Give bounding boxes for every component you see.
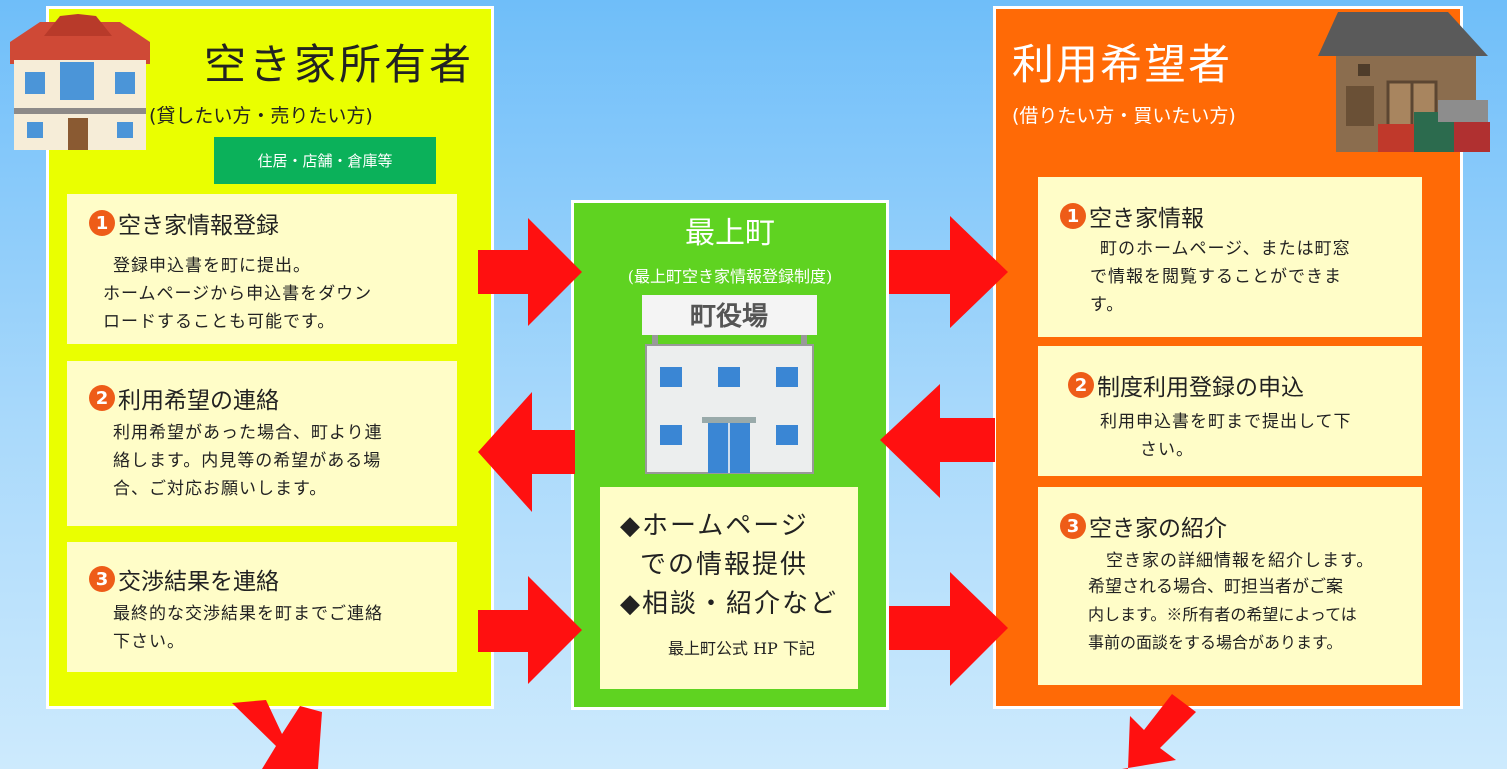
house-illustration bbox=[10, 14, 150, 150]
text-line: 内します。※所有者の希望によっては bbox=[1088, 605, 1357, 624]
user-card-1-title: 空き家情報 bbox=[1089, 206, 1204, 232]
text-line: で情報を閲覧することができま bbox=[1090, 267, 1342, 287]
text-line: 利用希望があった場合、町より連 bbox=[113, 423, 383, 443]
text-line: 登録申込書を町に提出。 bbox=[113, 256, 311, 276]
number-badge-2: 2 bbox=[1068, 372, 1094, 398]
number-badge-1: 1 bbox=[1060, 203, 1086, 229]
town-hp-note: 最上町公式 HP 下記 bbox=[668, 639, 815, 658]
text-line: 利用申込書を町まで提出して下 bbox=[1100, 412, 1352, 432]
number-badge-1: 1 bbox=[89, 210, 115, 236]
text-line: 最終的な交渉結果を町までご連絡 bbox=[113, 604, 383, 624]
town-services-text: ◆ホームページ での情報提供 ◆相談・紹介など bbox=[620, 507, 838, 624]
town-hall-sign: 町役場 bbox=[690, 302, 768, 332]
text-line: す。 bbox=[1090, 295, 1125, 315]
town-services-box: ◆ホームページ での情報提供 ◆相談・紹介など 最上町公式 HP 下記 bbox=[600, 487, 858, 689]
user-card-3-text-2: 希望される場合、町担当者がご案 内します。※所有者の希望によっては 事前の面談を… bbox=[1088, 573, 1357, 657]
user-card-2-title: 制度利用登録の申込 bbox=[1097, 375, 1304, 401]
text-line: さい。 bbox=[1140, 440, 1194, 460]
user-card-2-heading: 2 制度利用登録の申込 bbox=[1068, 368, 1304, 402]
text-line: ホームページから申込書をダウン bbox=[103, 284, 373, 304]
town-subtitle: (最上町空き家情報登録制度) bbox=[627, 267, 833, 286]
service-line-2: での情報提供 bbox=[640, 550, 809, 580]
owner-title: 空き家所有者 bbox=[204, 40, 475, 89]
user-card-1: 1 空き家情報 町のホームページ、または町窓 で情報を閲覧することができま す。 bbox=[1038, 177, 1422, 337]
owner-card-1-text: 登録申込書を町に提出。 bbox=[113, 252, 311, 280]
text-line: 絡します。内見等の希望がある場 bbox=[113, 451, 382, 471]
number-badge-3: 3 bbox=[1060, 513, 1086, 539]
user-title: 利用希望者 bbox=[1012, 40, 1233, 89]
user-card-3-title: 空き家の紹介 bbox=[1089, 516, 1227, 542]
arrow-right-icon bbox=[889, 572, 1008, 686]
text-line: ロードすることも可能です。 bbox=[103, 312, 336, 332]
user-card-2-text: 利用申込書を町まで提出して下 さい。 bbox=[1100, 408, 1352, 464]
arrow-left-icon bbox=[880, 384, 995, 498]
number-badge-3: 3 bbox=[89, 566, 115, 592]
town-hall-illustration: 町役場 bbox=[642, 295, 817, 474]
owner-card-1-title: 空き家情報登録 bbox=[118, 213, 279, 239]
user-card-3-text: 空き家の詳細情報を紹介します。 bbox=[1106, 547, 1374, 575]
text-line: 下さい。 bbox=[113, 632, 185, 652]
service-line-1: ◆ホームページ bbox=[620, 511, 809, 541]
owner-card-1: 1 空き家情報登録 登録申込書を町に提出。 ホームページから申込書をダウン ロー… bbox=[67, 194, 457, 344]
user-card-1-text: 町のホームページ、または町窓 bbox=[1100, 235, 1351, 263]
owner-card-3-title: 交渉結果を連絡 bbox=[118, 569, 279, 595]
town-title: 最上町 bbox=[685, 216, 775, 251]
user-card-1-heading: 1 空き家情報 bbox=[1060, 199, 1204, 233]
owner-subtitle: (貸したい方・売りたい方) bbox=[149, 105, 373, 127]
warehouse-illustration bbox=[1318, 12, 1490, 152]
user-card-2: 2 制度利用登録の申込 利用申込書を町まで提出して下 さい。 bbox=[1038, 346, 1422, 476]
owner-card-2-heading: 2 利用希望の連絡 bbox=[89, 381, 279, 415]
arrow-right-icon bbox=[889, 216, 1008, 328]
user-card-3-heading: 3 空き家の紹介 bbox=[1060, 509, 1227, 543]
owner-card-3: 3 交渉結果を連絡 最終的な交渉結果を町までご連絡 下さい。 bbox=[67, 542, 457, 672]
user-card-3: 3 空き家の紹介 空き家の詳細情報を紹介します。 希望される場合、町担当者がご案… bbox=[1038, 487, 1422, 685]
owner-card-2: 2 利用希望の連絡 利用希望があった場合、町より連 絡します。内見等の希望がある… bbox=[67, 361, 457, 526]
service-line-3: ◆相談・紹介など bbox=[620, 589, 838, 619]
property-type-tag: 住居・店舗・倉庫等 bbox=[214, 137, 436, 184]
arrow-down-icon bbox=[232, 700, 322, 769]
text-line: 合、ご対応お願いします。 bbox=[113, 479, 328, 499]
owner-card-3-text: 最終的な交渉結果を町までご連絡 下さい。 bbox=[113, 600, 383, 656]
owner-card-1-heading: 1 空き家情報登録 bbox=[89, 206, 279, 240]
text-line: 事前の面談をする場合があります。 bbox=[1088, 633, 1343, 652]
text-line: 希望される場合、町担当者がご案 bbox=[1088, 577, 1343, 597]
owner-card-1-text-2: ホームページから申込書をダウン ロードすることも可能です。 bbox=[103, 280, 372, 336]
town-panel: 最上町 (最上町空き家情報登録制度) 町役場 ◆ホームページ での情報提供 ◆相… bbox=[571, 200, 889, 710]
number-badge-2: 2 bbox=[89, 385, 115, 411]
text-line: 町のホームページ、または町窓 bbox=[1100, 239, 1351, 259]
owner-panel: 空き家所有者 (貸したい方・売りたい方) 住居・店舗・倉庫等 1 空き家情報登録… bbox=[46, 6, 494, 709]
owner-card-3-heading: 3 交渉結果を連絡 bbox=[89, 562, 279, 596]
owner-card-2-text: 利用希望があった場合、町より連 絡します。内見等の希望がある場 合、ご対応お願い… bbox=[113, 419, 383, 503]
user-subtitle: (借りたい方・買いたい方) bbox=[1012, 105, 1236, 127]
text-line: 空き家の詳細情報を紹介します。 bbox=[1106, 551, 1375, 571]
owner-card-2-title: 利用希望の連絡 bbox=[118, 388, 279, 414]
user-card-1-text-2: で情報を閲覧することができま す。 bbox=[1090, 263, 1342, 319]
